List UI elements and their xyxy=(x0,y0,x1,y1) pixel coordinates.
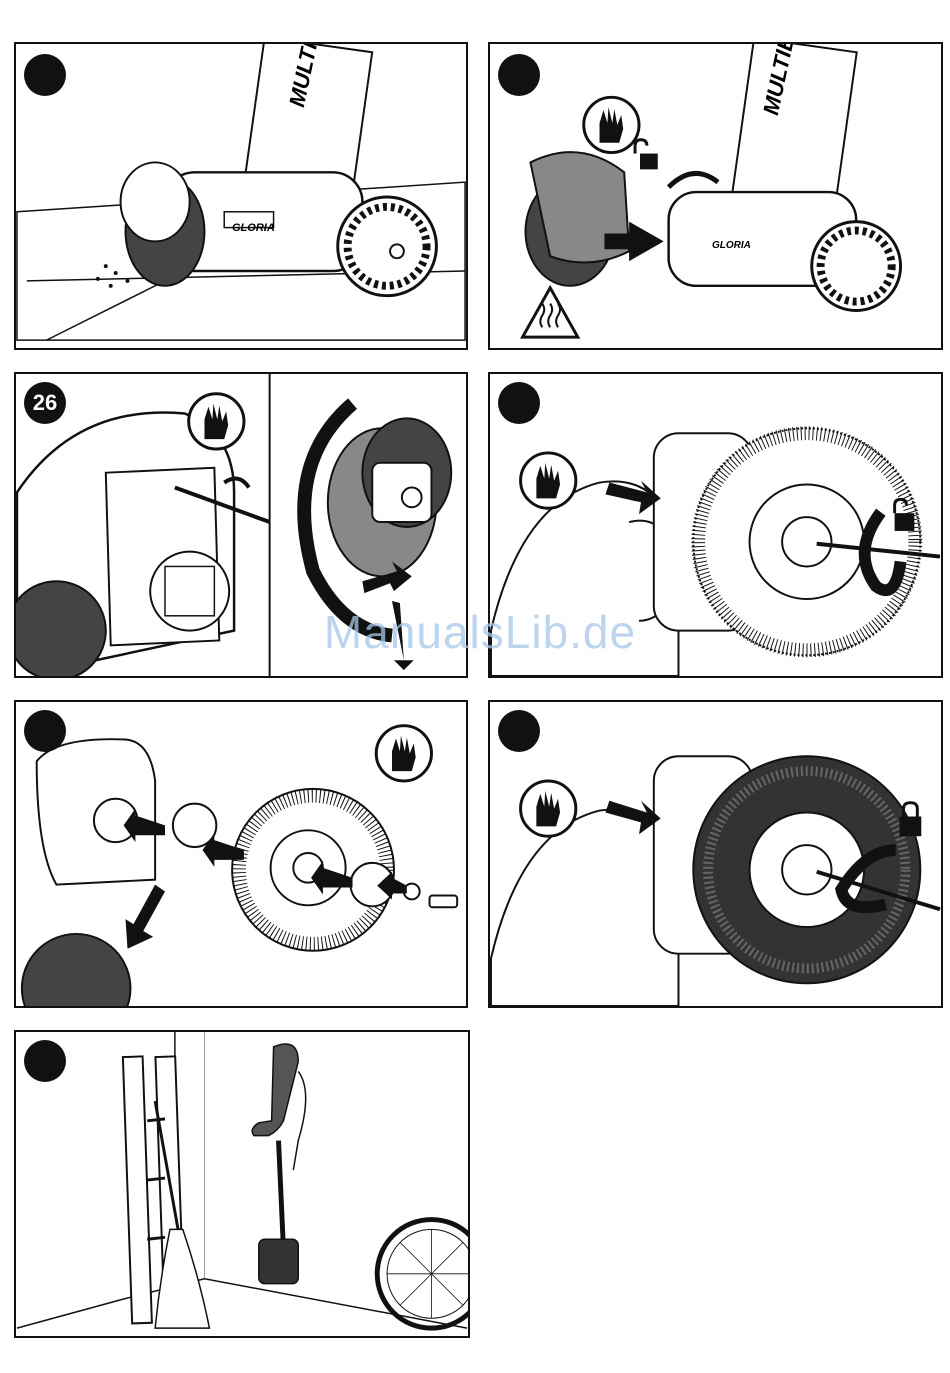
panel-4 xyxy=(488,372,943,678)
step-number-badge xyxy=(498,382,540,424)
glove-icon xyxy=(521,453,576,508)
step-number-badge xyxy=(24,54,66,96)
step-number-badge xyxy=(24,710,66,752)
panel-2: MULTIBR GLORIA xyxy=(488,42,943,350)
glove-icon xyxy=(376,726,431,781)
step-number-badge xyxy=(24,1040,66,1082)
glove-icon xyxy=(521,781,576,836)
unlock-icon xyxy=(635,140,658,170)
panel-1: MULTIBR GLORIA xyxy=(14,42,468,350)
step-number-badge xyxy=(498,710,540,752)
panel-5 xyxy=(14,700,468,1008)
lock-icon xyxy=(900,803,922,837)
panel-7 xyxy=(14,1030,470,1338)
illustration-brush-on-floor xyxy=(16,44,466,348)
glove-icon xyxy=(189,394,244,449)
glove-icon xyxy=(584,97,639,152)
illustration-hold-and-lock-brush xyxy=(490,702,941,1006)
step-number-badge: 26 xyxy=(24,382,66,424)
illustration-hold-and-unlock-brush xyxy=(490,374,941,676)
panel-3: 26 xyxy=(14,372,468,678)
hot-surface-warning-icon xyxy=(523,288,578,337)
logo-label: GLORIA xyxy=(232,222,275,234)
step-number-badge xyxy=(498,54,540,96)
panel-6 xyxy=(488,700,943,1008)
illustration-unscrew-cover xyxy=(16,374,466,676)
illustration-remove-brush-head xyxy=(490,44,941,348)
illustration-brush-disassembly xyxy=(16,702,466,1006)
illustration-storage xyxy=(16,1032,468,1336)
logo-label: GLORIA xyxy=(712,240,751,251)
